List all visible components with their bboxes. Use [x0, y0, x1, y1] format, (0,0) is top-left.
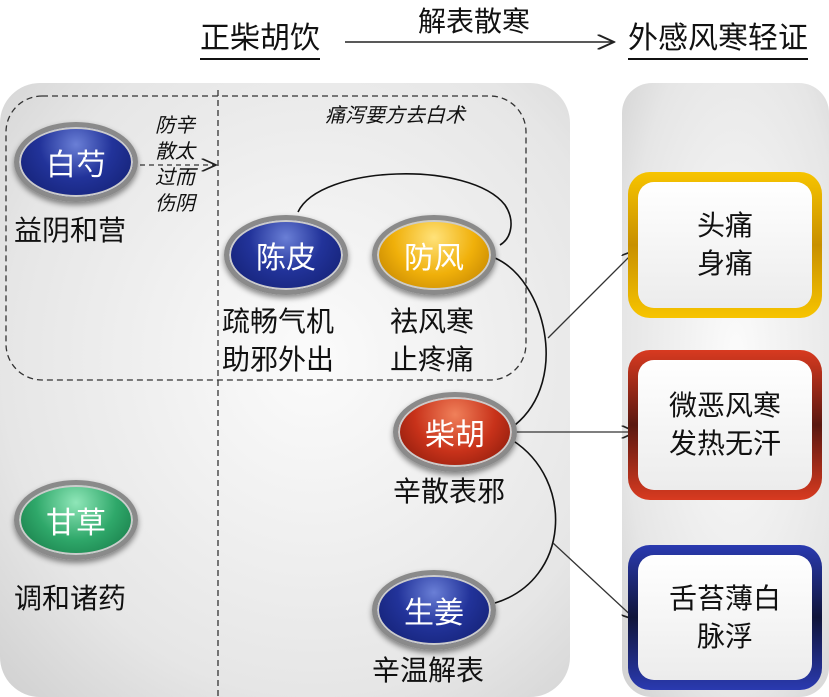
- note-line: 防辛: [155, 113, 195, 137]
- effect-line: 止疼痛: [390, 343, 475, 376]
- symptom-box-cold: 微恶风寒发热无汗: [628, 350, 822, 500]
- symptom-box-tongue: 舌苔薄白脉浮: [628, 545, 822, 690]
- herb-effect: 调和诸药: [14, 582, 127, 615]
- herb-effect: 辛温解表: [372, 654, 485, 687]
- symptom-line: 身痛: [696, 247, 753, 280]
- herb-shengjiang: 生姜: [372, 570, 496, 650]
- symptom-line: 发热无汗: [668, 427, 781, 460]
- effect-line: 祛风寒: [390, 305, 475, 338]
- herb-effect: 疏畅气机助邪外出: [222, 303, 334, 379]
- symptom-line: 舌苔薄白: [668, 581, 781, 615]
- note-line: 过而: [155, 165, 195, 189]
- herb-effect: 益阴和营: [14, 214, 127, 247]
- symptom-line: 脉浮: [696, 619, 753, 653]
- symptom-line: 头痛: [696, 209, 753, 242]
- chenpi-fangfeng-link: [297, 173, 512, 246]
- herb-gancao: 甘草: [14, 480, 138, 560]
- group-label: 痛泻要方去白术: [325, 103, 465, 127]
- arrow-to-symptom-3: [552, 542, 636, 620]
- fangfeng-chaihu-link: [494, 257, 547, 426]
- herb-effect: 祛风寒止疼痛: [390, 303, 474, 379]
- note-line: 伤阴: [155, 191, 195, 215]
- symptom-box-pain: 头痛身痛: [628, 172, 822, 318]
- herb-chenpi: 陈皮: [224, 215, 348, 295]
- baishao-note: 防辛 散太 过而 伤阴: [155, 112, 195, 216]
- dashed-group-box: [5, 95, 527, 381]
- herb-baishao: 白芍: [14, 122, 138, 202]
- note-line: 散太: [155, 139, 195, 163]
- chaihu-shengjiang-link: [494, 439, 557, 604]
- symptom-line: 微恶风寒: [668, 389, 781, 422]
- effect-line: 疏畅气机: [222, 305, 335, 338]
- herb-effect: 辛散表邪: [393, 475, 506, 508]
- arrow-to-symptom-1: [547, 250, 636, 339]
- formula-title: 正柴胡饮: [200, 22, 320, 60]
- herb-fangfeng: 防风: [372, 215, 496, 295]
- herb-chaihu: 柴胡: [393, 392, 517, 472]
- syndrome-title: 外感风寒轻证: [628, 22, 808, 60]
- effect-line: 助邪外出: [222, 343, 335, 376]
- arrow-label: 解表散寒: [418, 5, 531, 38]
